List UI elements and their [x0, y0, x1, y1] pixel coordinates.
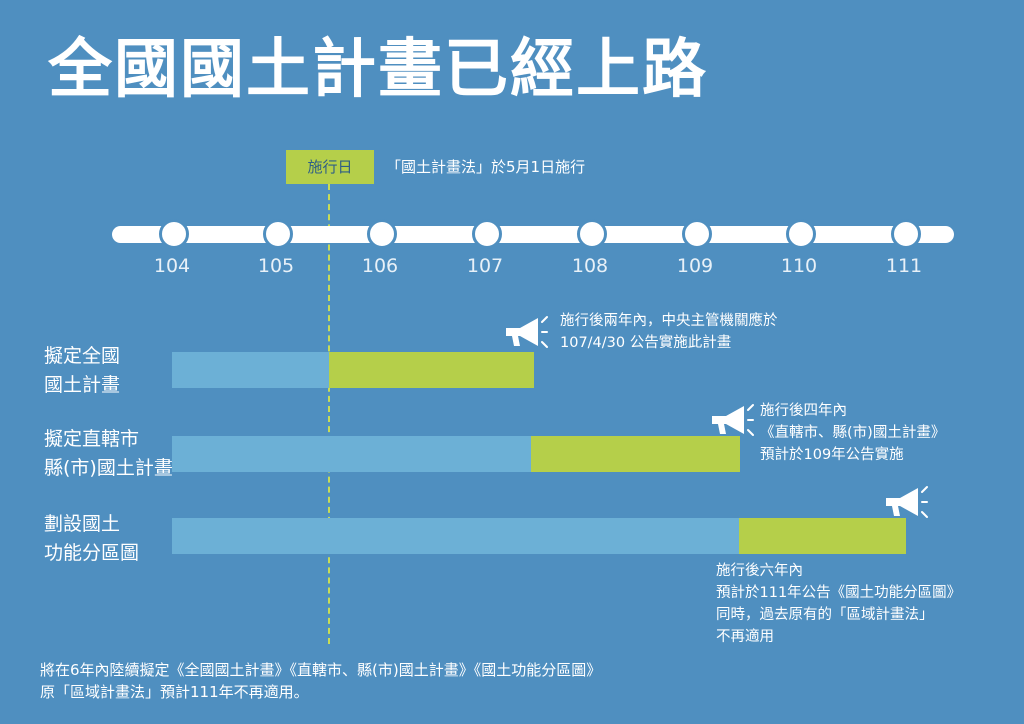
- note-line: 施行後兩年內，中央主管機關應於: [560, 313, 778, 329]
- year-label: 105: [257, 255, 295, 277]
- timeline-dot: [682, 219, 712, 249]
- megaphone-icon: [886, 486, 928, 518]
- row-label-line: 劃設國土: [44, 513, 121, 535]
- footer-note: 將在6年內陸續擬定《全國國土計畫》《直轄市、縣(市)國土計畫》《國土功能分區圖》…: [40, 659, 601, 703]
- note-line: 107/4/30 公告實施此計畫: [560, 335, 732, 351]
- bar-municipal-plan-period: [531, 436, 740, 472]
- timeline-dot: [786, 219, 816, 249]
- megaphone-icon: [506, 316, 548, 348]
- note-line: 預計於111年公告《國土功能分區圖》: [716, 585, 962, 601]
- row-label-line: 縣(市)國土計畫: [44, 457, 173, 479]
- row-note-municipal-plan: 施行後四年內 《直轄市、縣(市)國土計畫》 預計於109年公告實施: [760, 400, 945, 466]
- timeline-dot: [577, 219, 607, 249]
- page-title: 全國國土計畫已經上路: [48, 33, 708, 107]
- bar-functional-zoning-period: [739, 518, 906, 554]
- year-label: 109: [676, 255, 714, 277]
- timeline-dot: [367, 219, 397, 249]
- effective-date-badge: 施行日: [286, 150, 374, 184]
- year-label: 106: [361, 255, 399, 277]
- bar-before-effective: [172, 352, 329, 388]
- row-note-functional-zoning: 施行後六年內 預計於111年公告《國土功能分區圖》 同時，過去原有的「區域計畫法…: [716, 560, 961, 648]
- timeline-dot: [891, 219, 921, 249]
- row-label-line: 國土計畫: [44, 374, 121, 396]
- footer-line: 將在6年內陸續擬定《全國國土計畫》《直轄市、縣(市)國土計畫》《國土功能分區圖》: [40, 661, 602, 679]
- timeline-dot: [263, 219, 293, 249]
- row-label-national-plan: 擬定全國 國土計畫: [44, 342, 120, 400]
- bar-national-plan-period: [329, 352, 534, 388]
- note-line: 同時，過去原有的「區域計畫法」: [716, 607, 934, 623]
- row-label-functional-zoning: 劃設國土 功能分區圖: [44, 510, 139, 568]
- year-label: 104: [153, 255, 191, 277]
- year-label: 107: [466, 255, 504, 277]
- year-label: 108: [571, 255, 609, 277]
- row-label-line: 功能分區圖: [44, 542, 140, 564]
- bar-before-municipal-plan: [172, 436, 531, 472]
- effective-date-line: [328, 184, 330, 644]
- bar-before-functional-zoning: [172, 518, 739, 554]
- row-label-line: 擬定全國: [44, 345, 121, 367]
- row-label-municipal-plan: 擬定直轄市 縣(市)國土計畫: [44, 425, 173, 483]
- timeline-dot: [472, 219, 502, 249]
- year-label: 111: [885, 255, 923, 277]
- note-line: 施行後四年內: [760, 403, 847, 419]
- effective-date-note: 「國土計畫法」於5月1日施行: [386, 158, 586, 176]
- note-line: 預計於109年公告實施: [760, 447, 904, 463]
- year-label: 110: [780, 255, 818, 277]
- note-line: 《直轄市、縣(市)國土計畫》: [760, 425, 946, 441]
- megaphone-icon: [712, 404, 754, 436]
- row-note-national-plan: 施行後兩年內，中央主管機關應於 107/4/30 公告實施此計畫: [560, 310, 778, 354]
- timeline-dot: [159, 219, 189, 249]
- row-label-line: 擬定直轄市: [44, 428, 140, 450]
- timeline-track: [112, 226, 954, 243]
- note-line: 不再適用: [716, 629, 774, 645]
- note-line: 施行後六年內: [716, 563, 803, 579]
- footer-line: 原「區域計畫法」預計111年不再適用。: [40, 683, 309, 701]
